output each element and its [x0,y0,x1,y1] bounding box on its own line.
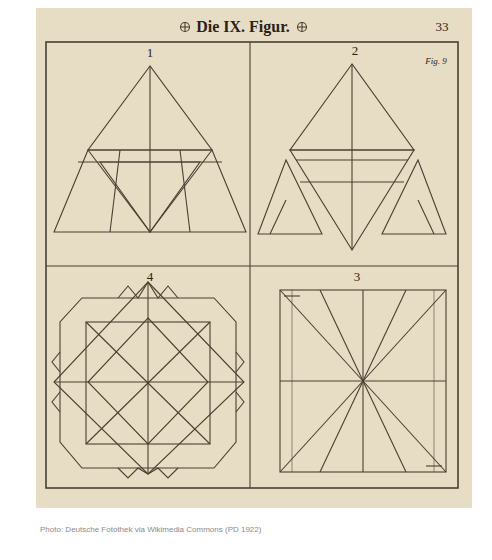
figure-note: Fig. 9 [425,57,447,67]
fold-figure [52,282,244,478]
fold-figure [54,66,246,232]
step-number: 1 [147,46,154,60]
paper [36,8,472,508]
step-number: 4 [147,270,154,284]
fold-figure [258,64,446,250]
ornament [298,23,307,32]
fold-figure [280,290,446,472]
divider [249,42,250,488]
ornament [181,23,190,32]
photo-credit: Photo: Deutsche Fotothek via Wikimedia C… [40,526,261,535]
frame [46,42,458,488]
step-number: 3 [354,270,361,284]
step-number: 2 [352,44,359,58]
divider [46,265,458,266]
page-number: 33 [436,20,449,34]
figure-title: Die IX. Figur. [196,18,290,36]
